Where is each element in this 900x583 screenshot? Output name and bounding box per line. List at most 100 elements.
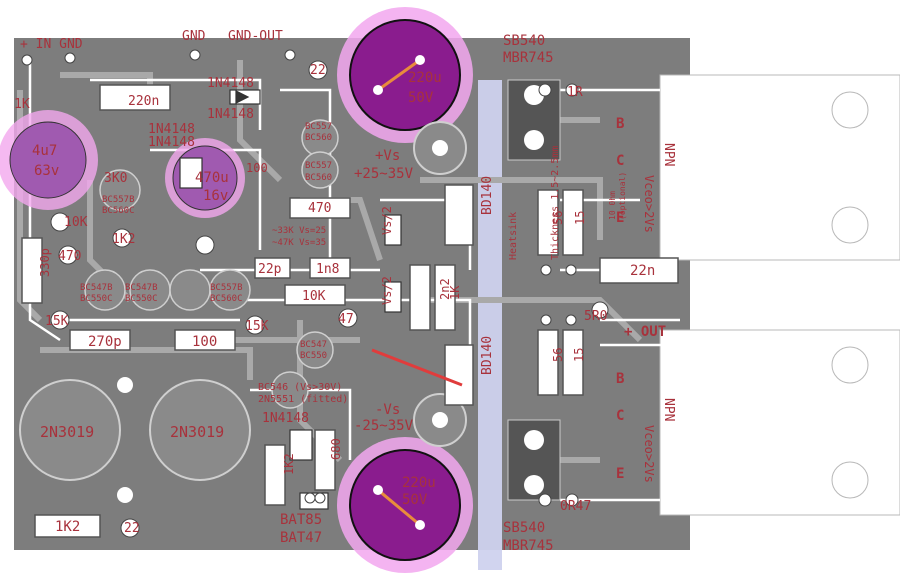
label-r-1k2-b: 1K2 xyxy=(282,453,296,475)
label-vceo-bot: Vceo>2Vs xyxy=(642,425,656,483)
label-pin-c-bot: C xyxy=(616,408,624,424)
label-cap-470u: 470u xyxy=(195,170,229,186)
electrolytic-capacitors xyxy=(9,19,461,561)
label-d-1n4148-c: 1N4148 xyxy=(148,122,195,137)
label-r-0r47: 0R47 xyxy=(560,499,591,514)
label-2n5551-note: 2N5551 (fitted) xyxy=(258,394,348,405)
output-transistor-bottom-outline xyxy=(659,329,900,516)
label-pin-e-bot: E xyxy=(616,466,624,482)
label-r-56-bot: 56 xyxy=(551,348,565,362)
label-vs-plus-range: +25~35V xyxy=(354,166,414,182)
output-diodes xyxy=(507,79,561,501)
label-vs-minus: -Vs xyxy=(375,402,400,418)
label-r-47k-note2: ~47K Vs=35 xyxy=(272,238,326,248)
small-transistors xyxy=(84,119,339,409)
label-mbr745-top: MBR745 xyxy=(503,50,554,66)
label-vs-half-b: Vs/2 xyxy=(380,276,394,305)
label-r-15k-b: 15K xyxy=(245,319,269,334)
label-r-1k-top: 1K xyxy=(14,97,30,112)
label-r-47k-note: ~33K Vs=25 xyxy=(272,226,326,236)
label-2n3019-a: 2N3019 xyxy=(40,423,94,441)
output-transistor-top-outline xyxy=(659,74,900,261)
label-vs-minus-range: -25~35V xyxy=(354,418,414,434)
label-d-1n4148-a: 1N4148 xyxy=(207,76,254,91)
label-npn-bot: NPN xyxy=(661,398,676,421)
label-bc547b-a: BC547B xyxy=(80,283,113,293)
trimmer-pots xyxy=(413,121,467,447)
label-in-gnd: + IN GND xyxy=(20,37,83,52)
label-r-1k2-left: 1K2 xyxy=(112,232,135,247)
label-mbr745-bot: MBR745 xyxy=(503,538,554,554)
label-bc560c-b: BC560C xyxy=(210,294,243,304)
label-cap-1n8: 1n8 xyxy=(316,262,339,277)
label-bc550c-b: BC550C xyxy=(125,294,158,304)
label-cap-470u-v: 16v xyxy=(203,188,228,204)
label-bat47: BAT47 xyxy=(280,530,322,546)
label-cap-220u-bot: 220u xyxy=(402,475,436,491)
label-r-100-b: 100 xyxy=(192,334,217,350)
label-r-15-top: 15 xyxy=(573,211,587,225)
label-bd140-bot: BD140 xyxy=(480,336,495,375)
label-vs-half: Vs/2 xyxy=(380,206,394,235)
can-transistors xyxy=(19,355,251,545)
label-cap-22n-right: 22n xyxy=(630,263,655,279)
label-pin-c-top: C xyxy=(616,153,624,169)
label-gnd: GND xyxy=(182,29,206,44)
label-d-1n4148-d: 1N4148 xyxy=(148,135,195,150)
label-r-3k0: 3K0 xyxy=(104,171,127,186)
label-bat85: BAT85 xyxy=(280,512,322,528)
label-sb540-top: SB540 xyxy=(503,33,545,49)
label-bc550-c: BC550 xyxy=(300,351,327,361)
label-bc557b-a: BC557B xyxy=(102,195,135,205)
label-r-15-bot: 15 xyxy=(572,348,586,362)
mount-hole xyxy=(831,461,869,499)
label-pin-b-top: B xyxy=(616,116,624,132)
label-cap-2n2: 2n2 xyxy=(438,278,452,300)
label-bc547b-b: BC547B xyxy=(125,283,158,293)
label-r-1k2-bottom: 1K2 xyxy=(55,519,80,535)
label-d-1n4148-b: 1N4148 xyxy=(207,107,254,122)
label-r-680: 680 xyxy=(329,438,343,460)
label-bc560-mid: BC560 xyxy=(305,173,332,183)
label-bc547-c: BC547 xyxy=(300,340,327,350)
label-bc557b-b: BC557B xyxy=(210,283,243,293)
label-cap-4u7-v: 63v xyxy=(34,163,59,179)
label-out-plus: + OUT xyxy=(624,324,666,340)
solder-pads xyxy=(21,49,609,538)
label-d-1n4148-e: 1N4148 xyxy=(262,411,309,426)
label-r-22-bottom: 22 xyxy=(124,521,140,536)
label-cap-220u-bot-v: 50V xyxy=(402,492,428,508)
label-r-100-v: 100 xyxy=(246,161,268,175)
label-r-56-top: 56 xyxy=(551,211,565,225)
heatsink-strip xyxy=(478,80,502,570)
label-2n3019-b: 2N3019 xyxy=(170,423,224,441)
label-bc560-top: BC560 xyxy=(305,133,332,143)
label-bc546-note: BC546 (Vs>30V) xyxy=(258,382,342,393)
resistor-bodies xyxy=(21,84,679,538)
label-r-1r-top: 1R xyxy=(567,85,583,100)
label-r-10k-mid: 10K xyxy=(302,289,326,304)
label-r-1k-mid: 1K xyxy=(448,285,462,300)
label-r-470-left: 470 xyxy=(58,249,81,264)
label-r-22-top: 22 xyxy=(310,63,326,78)
label-r-15k: 15K xyxy=(45,314,69,329)
label-heatsink-b: Thickness 1.5~2.5mm xyxy=(550,146,561,260)
label-cap-330p: 330p xyxy=(38,248,52,277)
label-bc557-mid: BC557 xyxy=(305,161,332,171)
label-npn-top: NPN xyxy=(661,143,676,166)
label-vceo-top: Vceo>2Vs xyxy=(642,175,656,233)
label-cap-220u-top-v: 50V xyxy=(408,90,434,106)
label-bc557-top: BC557 xyxy=(305,122,332,132)
wire-jumper xyxy=(371,348,463,387)
mount-hole xyxy=(831,91,869,129)
mount-hole xyxy=(831,346,869,384)
label-r-470-mid: 470 xyxy=(308,201,331,216)
label-opt-note-r: 10 0hm xyxy=(608,191,617,220)
label-cap-220u-top: 220u xyxy=(408,70,442,86)
label-pin-e-top: E xyxy=(616,210,624,226)
label-r-10k-left: 10K xyxy=(64,215,88,230)
label-sb540-bot: SB540 xyxy=(503,520,545,536)
label-bc560c-a: BC560C xyxy=(102,206,135,216)
label-heatsink-a: Heatsink xyxy=(508,212,519,260)
